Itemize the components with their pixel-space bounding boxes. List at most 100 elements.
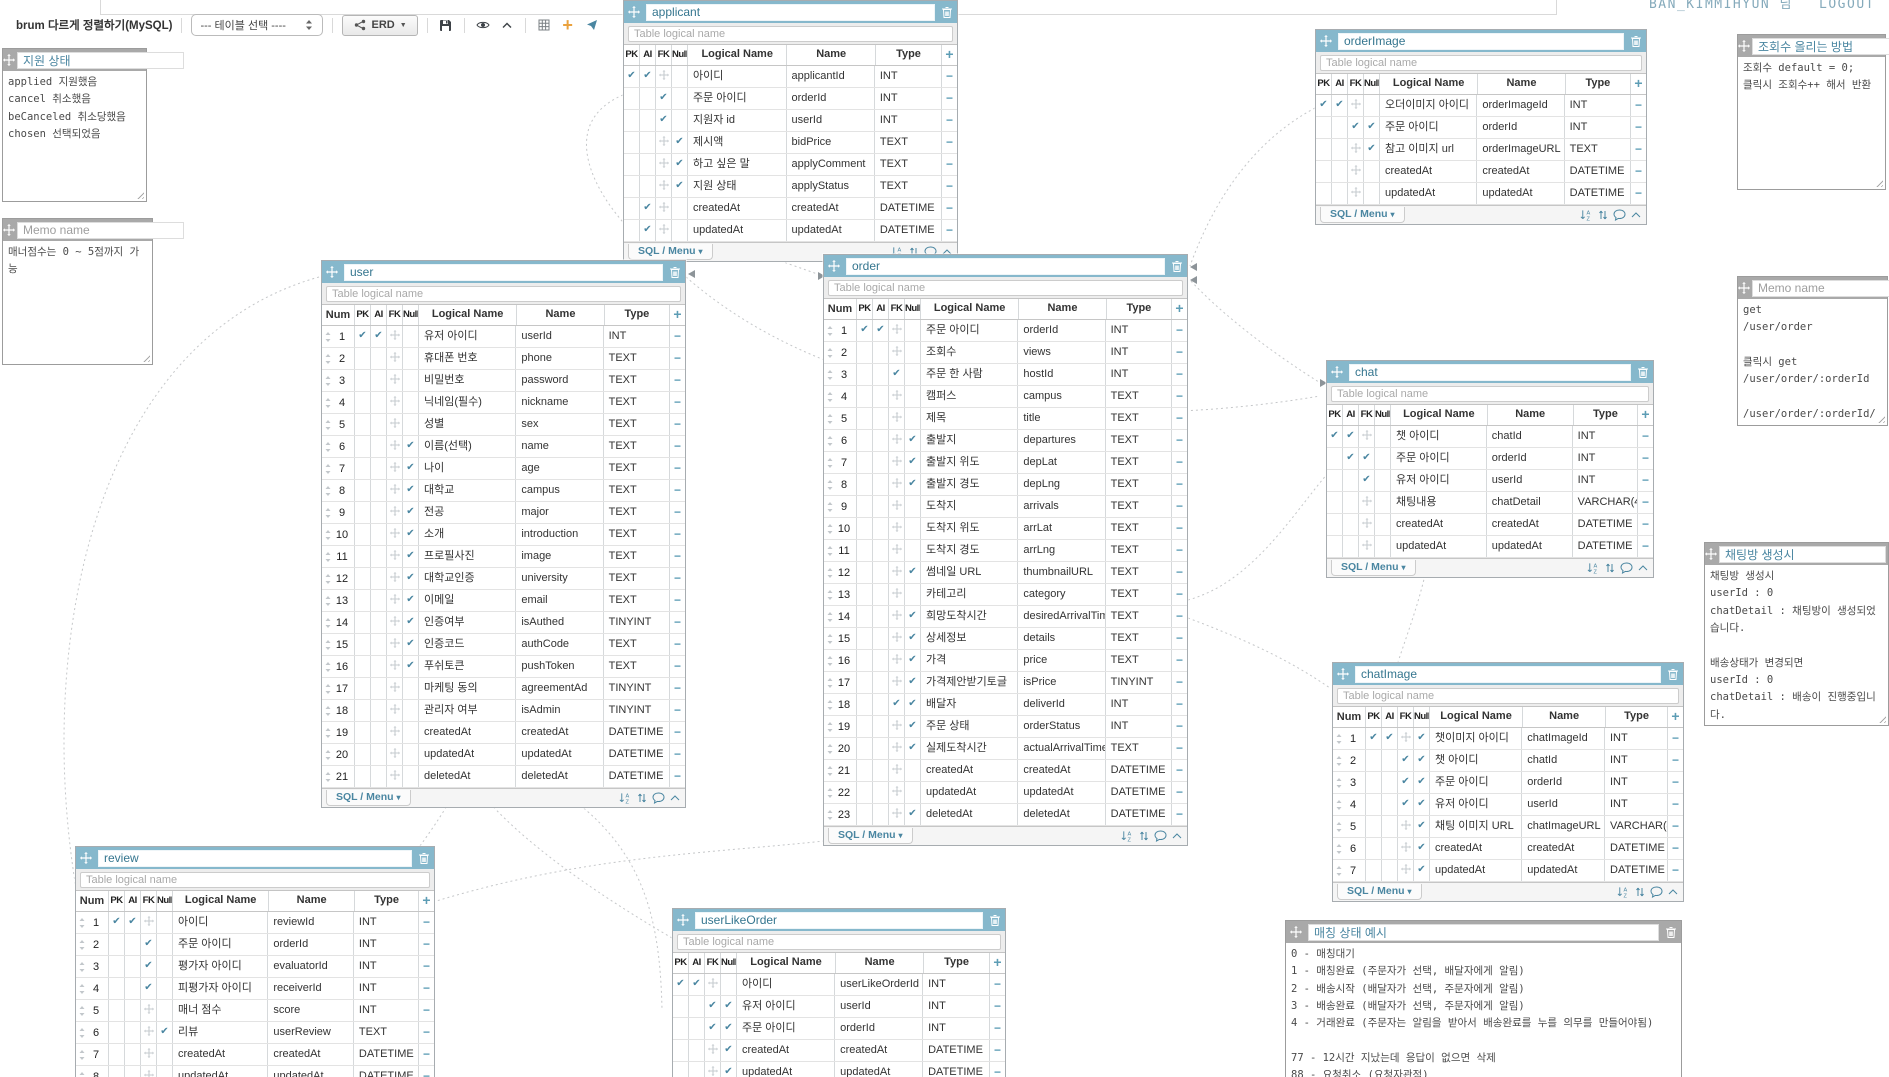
column-type[interactable]: INT — [1106, 694, 1172, 715]
remove-column-button[interactable]: − — [1642, 517, 1650, 531]
fk-cell[interactable] — [705, 1040, 721, 1061]
null-checkbox[interactable]: ✔ — [672, 154, 688, 175]
fk-move-icon[interactable] — [891, 720, 902, 731]
null-checkbox[interactable]: ✔ — [403, 480, 419, 501]
table-name-input[interactable] — [1349, 363, 1631, 381]
column-logical-name[interactable]: 대학교 — [419, 480, 517, 501]
fk-cell[interactable] — [141, 912, 157, 933]
ai-checkbox[interactable] — [873, 364, 889, 385]
ai-checkbox[interactable] — [371, 590, 387, 611]
table-select[interactable]: --- 테이블 선택 ---- — [191, 14, 324, 36]
pk-checkbox[interactable] — [355, 634, 371, 655]
ai-checkbox[interactable] — [1332, 183, 1348, 204]
remove-column-button[interactable]: − — [1175, 411, 1183, 425]
null-checkbox[interactable] — [1364, 161, 1380, 182]
pk-checkbox[interactable] — [1366, 772, 1382, 793]
null-checkbox[interactable]: ✔ — [403, 502, 419, 523]
fk-cell[interactable] — [1359, 426, 1375, 447]
column-logical-name[interactable]: updatedAt — [737, 1062, 836, 1077]
null-checkbox[interactable]: ✔ — [905, 628, 921, 649]
column-logical-name[interactable]: 제시액 — [688, 132, 787, 153]
null-checkbox[interactable]: ✔ — [1414, 728, 1430, 749]
remove-column-button[interactable]: − — [945, 113, 953, 127]
remove-column-button[interactable]: − — [1672, 841, 1680, 855]
add-column-button[interactable]: + — [993, 954, 1002, 970]
fk-cell[interactable] — [1348, 139, 1364, 160]
column-type[interactable]: TINYINT — [604, 612, 670, 633]
fk-move-icon[interactable] — [389, 638, 400, 649]
column-name[interactable]: userId — [1487, 470, 1573, 491]
ai-checkbox[interactable] — [1382, 816, 1398, 837]
ai-checkbox[interactable] — [1382, 750, 1398, 771]
column-logical-name[interactable]: deletedAt — [921, 804, 1019, 825]
remove-column-button[interactable]: − — [673, 571, 681, 585]
column-type[interactable]: INT — [1106, 716, 1172, 737]
fk-cell[interactable] — [387, 700, 403, 721]
remove-column-button[interactable]: − — [673, 703, 681, 717]
column-name[interactable]: userId — [835, 996, 924, 1017]
column-logical-name[interactable]: 닉네임(필수) — [419, 392, 517, 413]
column-logical-name[interactable]: 인증여부 — [419, 612, 517, 633]
column-name[interactable]: hostId — [1018, 364, 1106, 385]
row-drag-icon[interactable] — [824, 391, 835, 403]
column-logical-name[interactable]: 인증코드 — [419, 634, 517, 655]
fk-cell[interactable]: ✔ — [889, 364, 905, 385]
remove-column-button[interactable]: − — [673, 615, 681, 629]
pk-checkbox[interactable] — [673, 1062, 689, 1077]
pk-checkbox[interactable] — [355, 568, 371, 589]
row-drag-icon[interactable] — [824, 501, 835, 513]
ai-checkbox[interactable] — [640, 110, 656, 131]
fk-cell[interactable] — [889, 782, 905, 803]
null-checkbox[interactable]: ✔ — [905, 606, 921, 627]
remove-column-button[interactable]: − — [673, 483, 681, 497]
pk-checkbox[interactable] — [355, 546, 371, 567]
column-logical-name[interactable]: 챗이미지 아이디 — [1430, 728, 1523, 749]
column-type[interactable]: DATETIME — [354, 1066, 419, 1077]
remove-column-button[interactable]: − — [673, 439, 681, 453]
pk-checkbox[interactable] — [1366, 816, 1382, 837]
fk-move-icon[interactable] — [891, 456, 902, 467]
column-type[interactable]: DATETIME — [1106, 804, 1172, 825]
column-name[interactable]: orderId — [268, 934, 354, 955]
pk-checkbox[interactable] — [1316, 161, 1332, 182]
column-logical-name[interactable]: 평가자 아이디 — [173, 956, 269, 977]
column-type[interactable]: TEXT — [604, 568, 670, 589]
null-checkbox[interactable]: ✔ — [1414, 860, 1430, 881]
remove-column-button[interactable]: − — [1175, 433, 1183, 447]
pk-checkbox[interactable] — [355, 392, 371, 413]
column-logical-name[interactable]: deletedAt — [419, 766, 517, 787]
remove-column-button[interactable]: − — [1175, 323, 1183, 337]
table-logical-input[interactable] — [677, 933, 1001, 950]
row-drag-icon[interactable] — [322, 595, 333, 607]
remove-column-button[interactable]: − — [673, 725, 681, 739]
null-checkbox[interactable]: ✔ — [721, 1062, 737, 1077]
pk-checkbox[interactable] — [624, 110, 640, 131]
pk-checkbox[interactable] — [1316, 183, 1332, 204]
collapse-icon[interactable] — [1172, 832, 1182, 840]
grid-icon[interactable] — [535, 16, 553, 34]
fk-cell[interactable] — [387, 370, 403, 391]
table-name-input[interactable] — [695, 911, 983, 929]
table-logical-input[interactable] — [628, 25, 953, 42]
column-type[interactable]: DATETIME — [1565, 183, 1631, 204]
ai-checkbox[interactable] — [873, 408, 889, 429]
column-logical-name[interactable]: createdAt — [1391, 514, 1487, 535]
remove-column-button[interactable]: − — [1175, 587, 1183, 601]
fk-cell[interactable] — [387, 568, 403, 589]
pk-checkbox[interactable] — [109, 956, 125, 977]
fk-cell[interactable]: ✔ — [1348, 117, 1364, 138]
fk-move-icon[interactable] — [389, 572, 400, 583]
pk-checkbox[interactable] — [857, 364, 873, 385]
trash-icon[interactable] — [1167, 255, 1187, 277]
pk-checkbox[interactable] — [355, 656, 371, 677]
pointer-pin-icon[interactable] — [583, 16, 601, 34]
memo-apply-status[interactable]: applied 지원했음 cancel 취소했음 beCanceled 취소당했… — [2, 48, 197, 202]
fk-move-icon[interactable] — [389, 550, 400, 561]
fk-cell[interactable] — [889, 606, 905, 627]
column-name[interactable]: createdAt — [1018, 760, 1106, 781]
row-drag-icon[interactable] — [322, 485, 333, 497]
column-logical-name[interactable]: updatedAt — [1391, 536, 1487, 557]
column-name[interactable]: createdAt — [835, 1040, 924, 1061]
fk-move-icon[interactable] — [389, 594, 400, 605]
column-type[interactable]: TEXT — [1565, 139, 1631, 160]
